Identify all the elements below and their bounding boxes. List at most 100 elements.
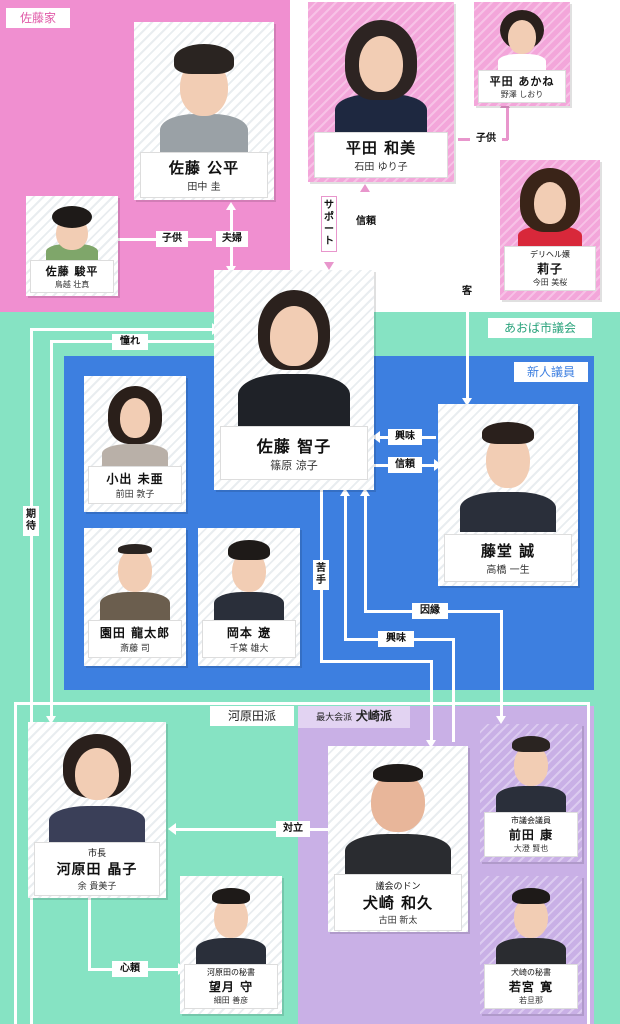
card-kohei[interactable]: 佐藤 公平 田中 圭 [134,22,274,200]
label-kyomi2: 興味 [378,631,414,647]
line-nigate-h [320,660,432,663]
arrow-kyaku [462,398,472,406]
arrow-kyomi2 [340,488,350,496]
plate-mia: 小出 未亜 前田 敦子 [88,466,182,504]
card-mia[interactable]: 小出 未亜 前田 敦子 [84,376,186,512]
line-akogare-v [30,328,33,1024]
role-hiroshi: 犬崎の秘書 [511,968,551,977]
actor-ryo: 千葉 雄大 [229,644,269,654]
card-akane[interactable]: 平田 あかね 野澤 しおり [474,2,570,106]
actor-riko: 今田 美桜 [532,278,568,287]
card-akiko[interactable]: 市長 河原田 晶子 余 貴美子 [28,722,166,898]
card-ryutaro[interactable]: 園田 龍太郎 斎藤 司 [84,528,186,666]
actor-akiko: 余 貴美子 [77,882,117,892]
name-hiroshi: 若宮 寛 [508,980,554,994]
plate-yasushi: 市議会議員 前田 康 大澄 賢也 [484,812,578,857]
portrait-kazumi [331,8,431,134]
newcomer-tag: 新人議員 [514,362,588,382]
name-mamoru: 望月 守 [208,980,254,994]
plate-makoto: 藤堂 誠 高橋 一生 [444,534,572,582]
label-shinrai1: 信頼 [350,214,382,230]
arrow-support [324,262,334,270]
plate-ryo: 岡本 遼 千葉 雄大 [202,620,296,658]
line-nigate-down [430,660,433,742]
kawaharada-border [14,702,590,1024]
line-kodomo2-up [506,106,509,140]
card-hiroshi[interactable]: 犬崎の秘書 若宮 寛 若旦那 [480,876,582,1014]
actor-shunpei: 鳥越 壮真 [54,280,90,289]
plate-akiko: 市長 河原田 晶子 余 貴美子 [34,842,160,896]
label-shinrai2: 信頼 [388,457,422,473]
plate-kazumi: 平田 和美 石田 ゆり子 [314,132,448,178]
name-kazuhisa: 犬崎 和久 [362,894,434,912]
line-kyomi2 [344,494,347,640]
actor-kazumi: 石田 ゆり子 [354,162,408,173]
line-kyaku-h [466,268,500,271]
actor-yasushi: 大澄 賢也 [513,844,549,853]
card-kazumi[interactable]: 平田 和美 石田 ゆり子 [308,2,454,182]
name-akiko: 河原田 晶子 [56,862,138,878]
card-tomoko[interactable]: 佐藤 智子 篠原 涼子 [214,270,374,490]
plate-riko: デリヘル嬢 莉子 今田 美桜 [504,246,596,291]
label-tairitsu: 対立 [276,821,310,837]
kawaharada-tag: 河原田派 [210,706,294,726]
card-riko[interactable]: デリヘル嬢 莉子 今田 美桜 [500,160,600,300]
sato-family-tag: 佐藤家 [6,8,70,28]
plate-kohei: 佐藤 公平 田中 圭 [140,152,268,198]
label-kodomo2: 子供 [470,131,502,147]
line-kitai-v [50,340,53,718]
plate-ryutaro: 園田 龍太郎 斎藤 司 [88,620,182,658]
name-kohei: 佐藤 公平 [168,159,240,177]
portrait-makoto [456,412,560,532]
name-riko: 莉子 [536,262,563,276]
line-shinrai3-v [88,896,91,970]
portrait-hiroshi [494,880,568,966]
actor-mia: 前田 敦子 [115,490,155,500]
card-kazuhisa[interactable]: 議会のドン 犬崎 和久 古田 新太 [328,746,468,932]
actor-akane: 野澤 しおり [500,90,544,99]
line-tairitsu [172,828,328,831]
name-mia: 小出 未亜 [106,472,164,486]
line-akogare-h [30,328,214,331]
inuzaki-name: 犬崎派 [355,709,392,723]
portrait-mamoru [194,880,268,966]
plate-mamoru: 河原田の秘書 望月 守 細田 善彦 [184,964,278,1009]
role-kazuhisa: 議会のドン [375,882,421,892]
name-shunpei: 佐藤 駿平 [45,265,99,278]
arrow-kitai [46,716,56,724]
arrow-innen-up [360,488,370,496]
plate-tomoko: 佐藤 智子 篠原 涼子 [220,426,368,480]
actor-mamoru: 細田 善彦 [213,996,249,1005]
plate-hiroshi: 犬崎の秘書 若宮 寛 若旦那 [484,964,578,1009]
actor-kazuhisa: 古田 新太 [378,916,418,926]
label-fufu: 夫婦 [216,231,248,247]
label-nigate: 苦手 [313,560,329,590]
card-mamoru[interactable]: 河原田の秘書 望月 守 細田 善彦 [180,876,282,1014]
card-makoto[interactable]: 藤堂 誠 高橋 一生 [438,404,578,586]
actor-ryutaro: 斎藤 司 [120,644,150,654]
portrait-akane [492,6,552,72]
portrait-tomoko [234,278,354,426]
portrait-yasushi [494,728,568,814]
portrait-kohei [156,32,252,154]
label-kyomi1: 興味 [388,429,422,445]
card-ryo[interactable]: 岡本 遼 千葉 雄大 [198,528,300,666]
actor-hiroshi: 若旦那 [519,996,543,1005]
role-mamoru: 河原田の秘書 [207,968,255,977]
line-innen-down [500,610,503,718]
name-makoto: 藤堂 誠 [480,542,536,560]
portrait-kazuhisa [343,754,453,876]
role-yasushi: 市議会議員 [511,816,551,825]
card-shunpei[interactable]: 佐藤 駿平 鳥越 壮真 [26,196,118,296]
label-kodomo1: 子供 [156,231,188,247]
role-akiko: 市長 [87,849,106,859]
role-riko: デリヘル嬢 [530,250,570,259]
portrait-riko [514,164,586,250]
label-innen: 因縁 [412,603,448,619]
name-kazumi: 平田 和美 [345,139,417,157]
label-kitai: 期待 [23,506,39,536]
card-yasushi[interactable]: 市議会議員 前田 康 大澄 賢也 [480,724,582,862]
arrow-kyomi1 [372,431,380,443]
name-ryo: 岡本 遼 [226,626,272,640]
plate-shunpei: 佐藤 駿平 鳥越 壮真 [30,260,114,293]
